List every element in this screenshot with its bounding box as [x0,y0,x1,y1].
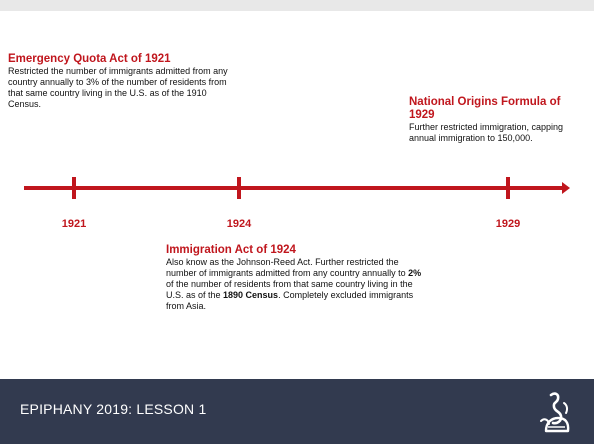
event-1924-desc-text-3: . Completely excluded immigrants from As… [166,290,414,311]
event-1924-desc-text-2: of the number of residents from that sam… [166,279,413,300]
event-1924-desc-bold-2: 1890 Census [223,290,279,300]
footer-title: EPIPHANY 2019: LESSON 1 [20,401,207,417]
year-label-1924: 1924 [226,218,252,230]
event-1924-desc-text-1: Also know as the Johnson-Reed Act. Furth… [166,257,409,278]
event-1921: Emergency Quota Act of 1921 Restricted t… [8,53,238,110]
event-1924-description: Also know as the Johnson-Reed Act. Furth… [166,257,426,312]
timeline-tick-1929 [506,177,510,199]
footer-bar: EPIPHANY 2019: LESSON 1 [0,379,594,444]
timeline-tick-1924 [237,177,241,199]
year-label-1929: 1929 [495,218,521,230]
event-1921-title: Emergency Quota Act of 1921 [8,53,171,65]
lamp-logo-icon [540,392,570,433]
top-bar [0,0,594,11]
event-1929: National Origins Formula of 1929 Further… [409,96,589,144]
timeline-line [24,182,570,194]
year-label-1921: 1921 [61,218,87,230]
event-1929-description: Further restricted immigration, capping … [409,122,564,143]
event-1924-title: Immigration Act of 1924 [166,244,296,256]
timeline-tick-1921 [72,177,76,199]
event-1921-description: Restricted the number of immigrants admi… [8,66,228,109]
event-1924: Immigration Act of 1924 Also know as the… [166,244,426,312]
event-1924-desc-bold-1: 2% [408,268,422,278]
event-1929-title: National Origins Formula of 1929 [409,96,561,121]
